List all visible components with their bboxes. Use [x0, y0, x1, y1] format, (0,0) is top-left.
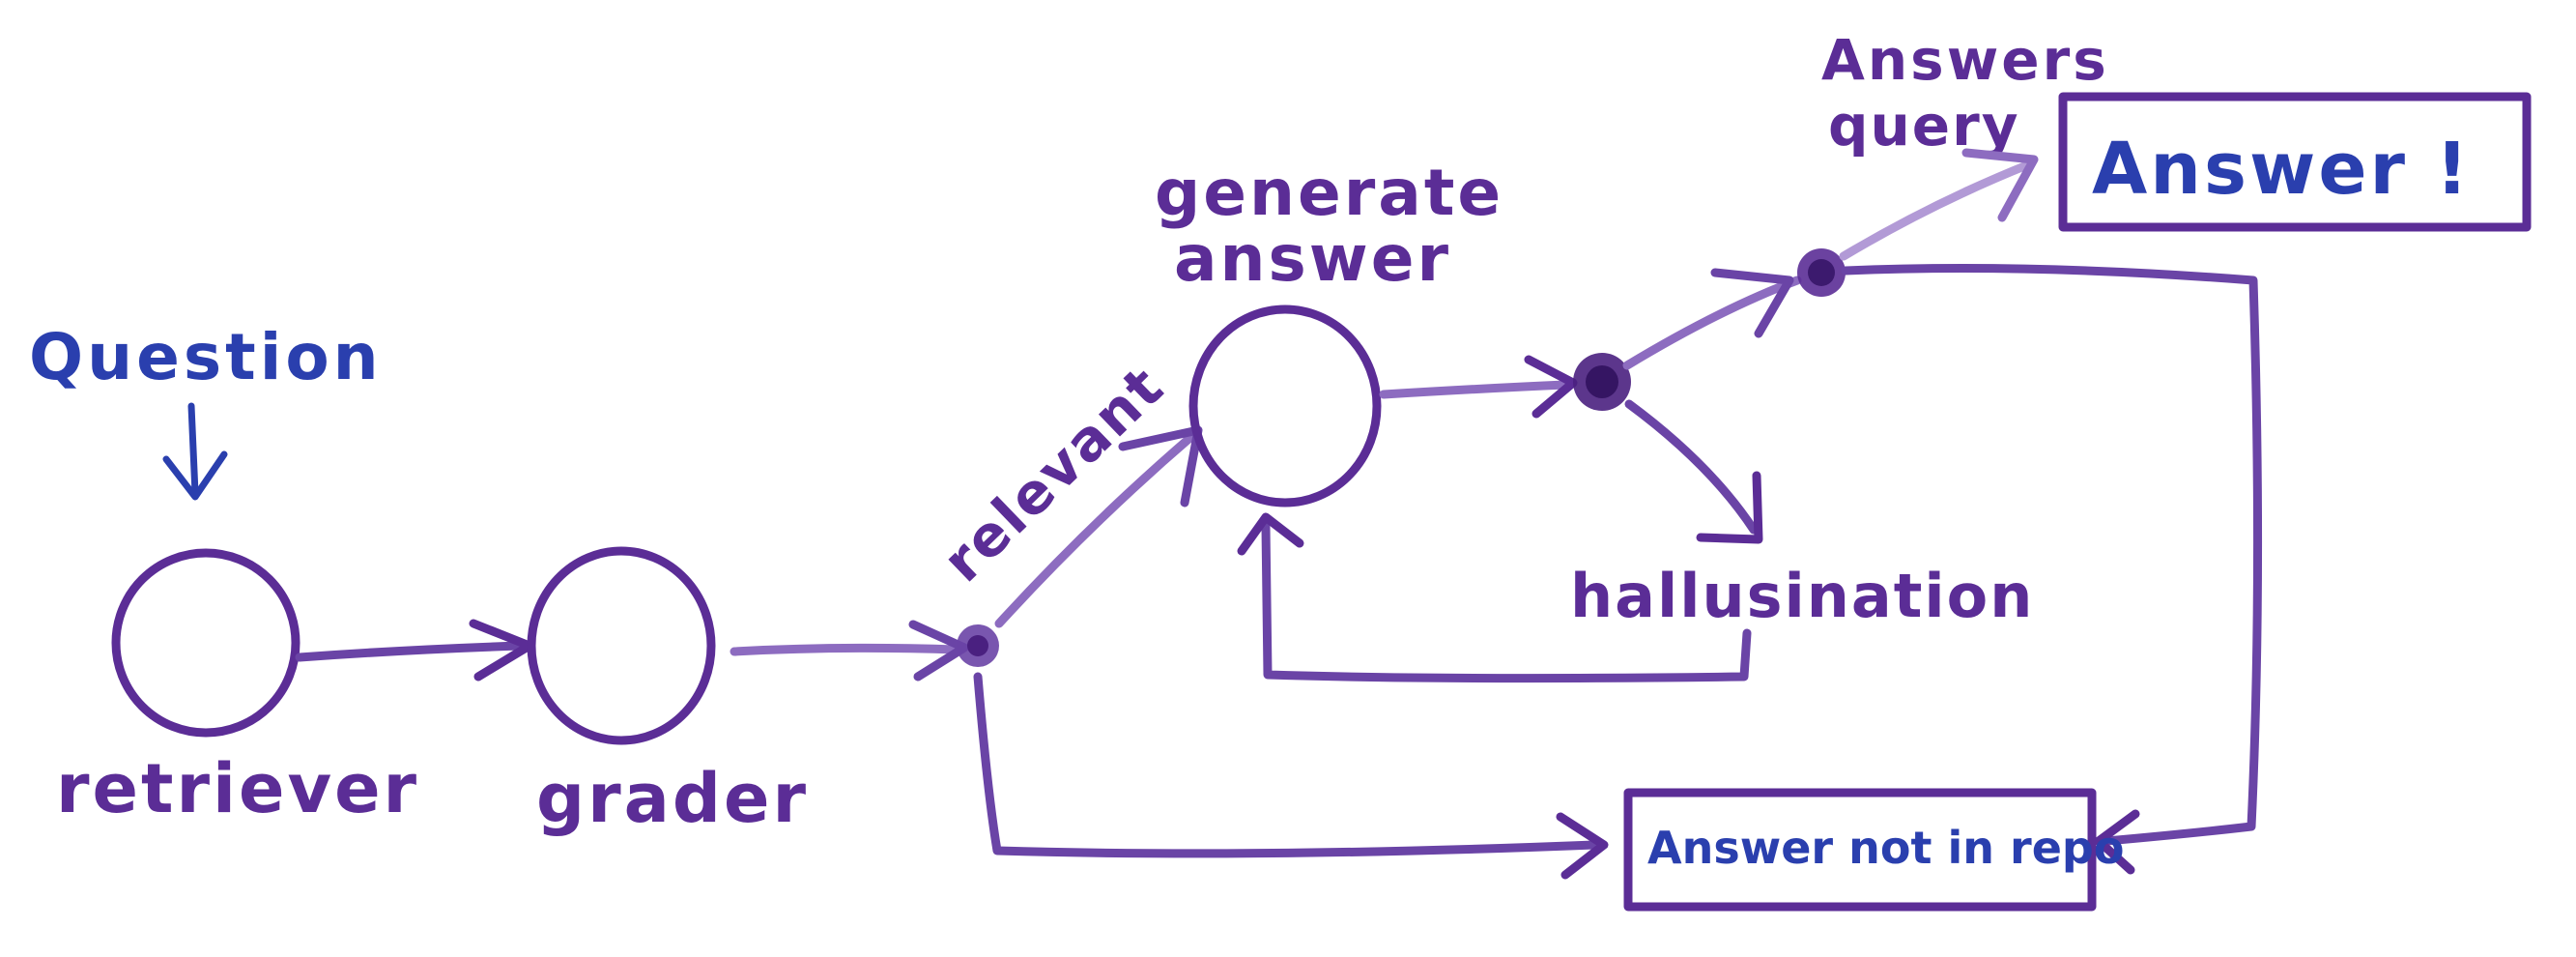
- grader-node: [527, 546, 716, 745]
- question-label: Question: [29, 320, 383, 394]
- grader-label: grader: [536, 759, 809, 838]
- not-in-repo-label: Answer not in repo: [1647, 822, 2124, 874]
- answers-query-label-line1: Answers: [1821, 27, 2109, 93]
- edge-not-answers-query-not-in-repo: [1841, 264, 2263, 875]
- edge-answers-query-answer: [1839, 148, 2039, 261]
- answer-box: [2058, 92, 2532, 232]
- not-in-repo-box: [1623, 788, 2097, 912]
- edge-not-relevant-not-in-repo: [973, 672, 1609, 880]
- hallucination-label: hallusination: [1570, 561, 2034, 631]
- arrow-down-icon: [162, 402, 228, 501]
- answer-box-label: Answer !: [2092, 128, 2472, 211]
- relevant-label: relevant: [930, 353, 1176, 594]
- answers-query-label-line2: query: [1828, 93, 2020, 159]
- edge-hallucination: [1624, 399, 1763, 544]
- edge-generate-hallucination-check: [1379, 355, 1578, 419]
- generate-answer-node: [1188, 304, 1382, 508]
- edge-check-answers-query: [1622, 268, 1802, 370]
- generate-label-line2: answer: [1174, 221, 1451, 296]
- generate-label-line1: generate: [1155, 156, 1503, 230]
- edge-hallucination-retry: [1237, 512, 1752, 683]
- retriever-node: [111, 548, 301, 738]
- edge-retriever-grader: [295, 619, 534, 682]
- edge-grader-junction: [730, 620, 969, 682]
- retriever-label: retriever: [56, 749, 419, 828]
